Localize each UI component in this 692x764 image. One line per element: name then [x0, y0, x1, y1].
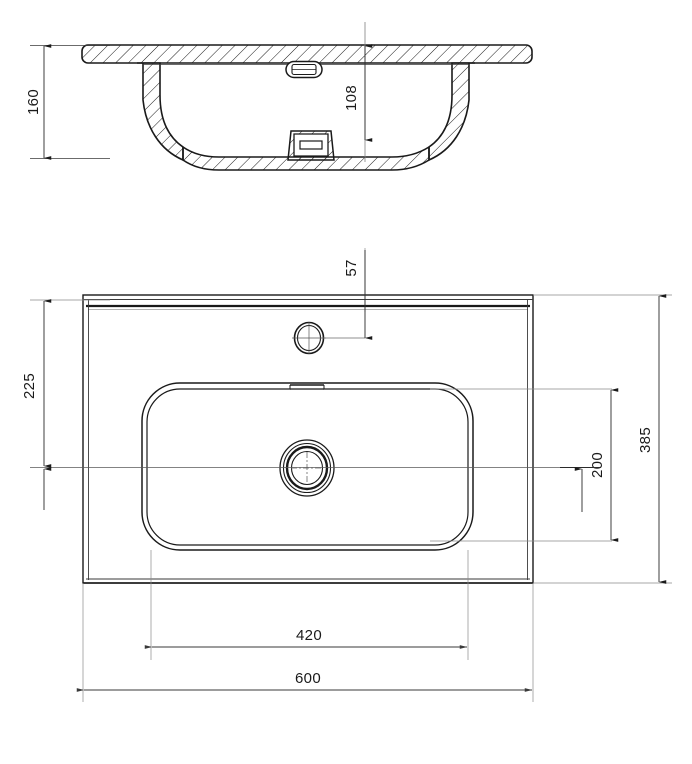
dimension-225-label: 225	[21, 373, 38, 399]
overflow-mark-icon	[289, 384, 325, 390]
section-view: 160 108	[25, 22, 533, 171]
dimension-57: 57	[343, 250, 373, 340]
dimension-385: 385	[637, 294, 667, 584]
dimension-57-label: 57	[343, 259, 360, 276]
dimension-225: 225	[21, 299, 52, 510]
dimension-108: 108	[343, 22, 373, 162]
dimension-385-label: 385	[637, 427, 654, 453]
dimension-600-label: 600	[295, 670, 321, 687]
dimension-160-label: 160	[25, 89, 42, 115]
dimension-200-label: 200	[589, 452, 606, 478]
dimension-420-label: 420	[296, 627, 322, 644]
section-rim-slab	[81, 44, 533, 64]
tap-hole-icon	[292, 321, 326, 355]
dimension-600: 600	[76, 670, 533, 692]
dimension-200: 200	[560, 388, 619, 542]
section-left-wall	[137, 62, 184, 162]
dimension-108-label: 108	[343, 85, 360, 111]
drain-boss-icon	[287, 130, 335, 161]
plan-view: 57 225 385 200 42	[21, 248, 672, 702]
section-right-wall	[428, 62, 475, 162]
dimension-420: 420	[144, 627, 468, 649]
dimension-160: 160	[25, 44, 110, 160]
overflow-slot-icon	[285, 60, 323, 79]
drain-outlet-icon	[279, 439, 335, 497]
